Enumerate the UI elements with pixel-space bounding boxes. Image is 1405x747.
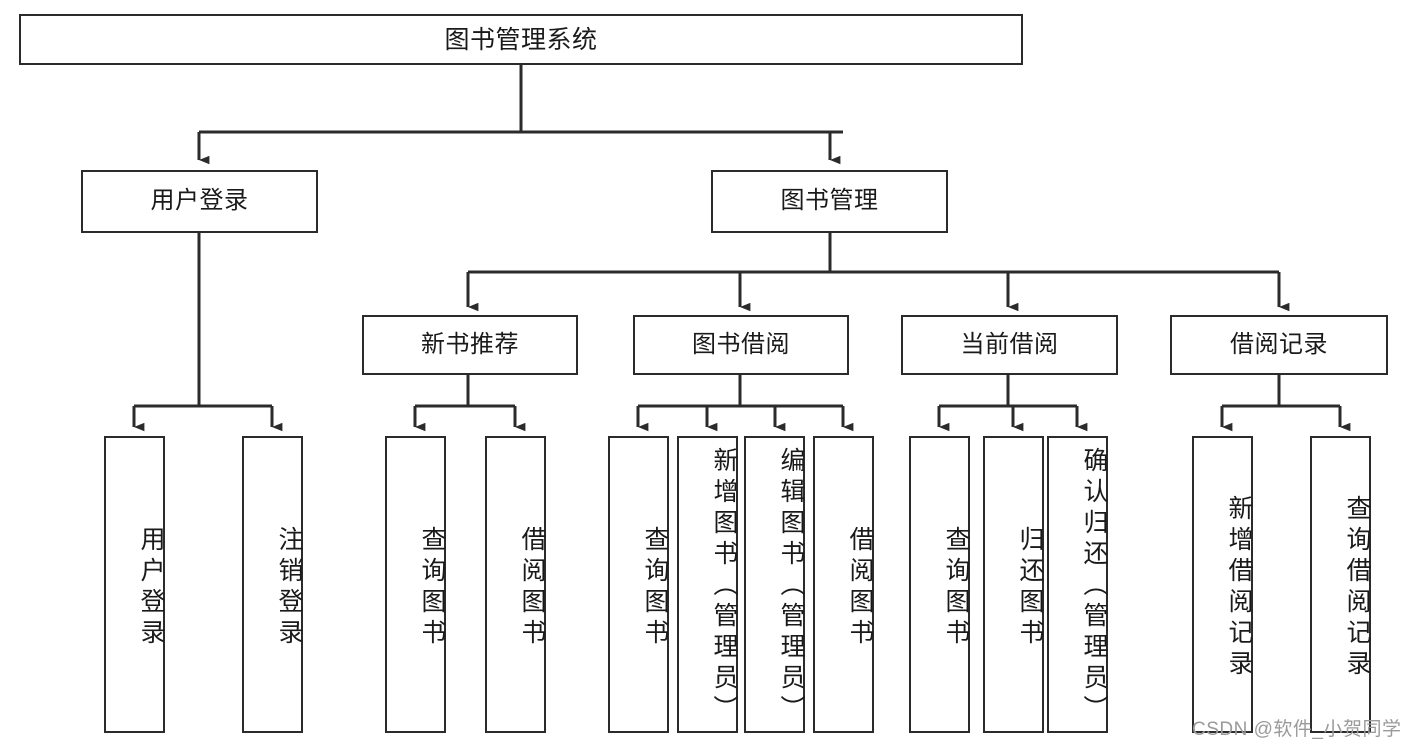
leaf-add-book-admin[interactable]: 新增图书（管理员） xyxy=(677,436,738,733)
node-borrow-record[interactable]: 借阅记录 xyxy=(1170,315,1388,375)
node-book-borrow[interactable]: 图书借阅 xyxy=(633,315,849,375)
leaf-query-book-current[interactable]: 查询图书 xyxy=(909,436,970,733)
leaf-edit-book-admin[interactable]: 编辑图书（管理员） xyxy=(744,436,805,733)
leaf-borrow-book[interactable]: 借阅图书 xyxy=(813,436,874,733)
node-user-login[interactable]: 用户登录 xyxy=(81,170,318,233)
leaf-user-logout[interactable]: 注销登录 xyxy=(242,436,303,733)
leaf-return-book[interactable]: 归还图书 xyxy=(983,436,1044,733)
leaf-borrow-book-new[interactable]: 借阅图书 xyxy=(485,436,546,733)
leaf-add-borrow-record[interactable]: 新增借阅记录 xyxy=(1192,436,1253,733)
watermark-credit: CSDN @软件_小贺同学 xyxy=(1192,719,1402,740)
node-root-system[interactable]: 图书管理系统 xyxy=(19,14,1023,65)
leaf-confirm-return-admin[interactable]: 确认归还（管理员） xyxy=(1047,436,1108,733)
leaf-query-book-borrow[interactable]: 查询图书 xyxy=(608,436,669,733)
leaf-query-book-new[interactable]: 查询图书 xyxy=(385,436,446,733)
node-current-borrow[interactable]: 当前借阅 xyxy=(901,315,1118,375)
leaf-user-login[interactable]: 用户登录 xyxy=(104,436,165,733)
node-new-book-recommend[interactable]: 新书推荐 xyxy=(362,315,578,375)
leaf-query-borrow-record[interactable]: 查询借阅记录 xyxy=(1310,436,1371,733)
node-book-management[interactable]: 图书管理 xyxy=(711,170,948,233)
